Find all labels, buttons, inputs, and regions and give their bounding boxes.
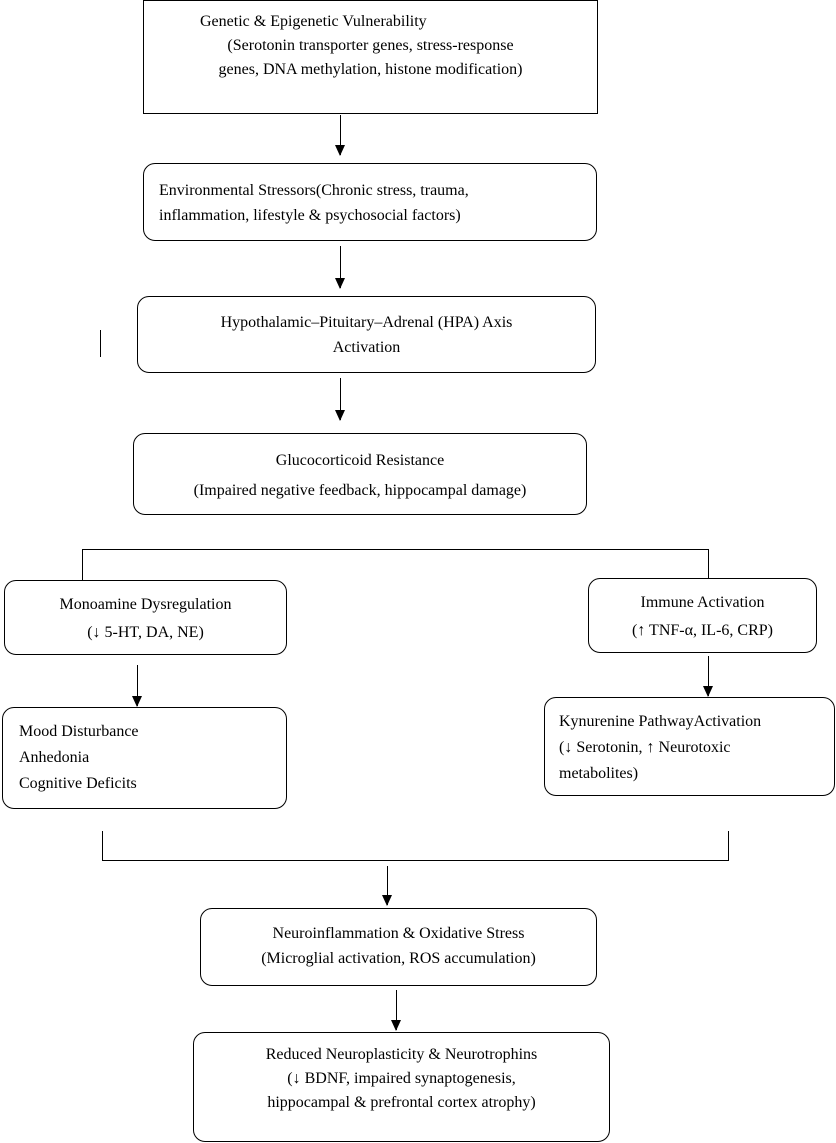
node-reduced-neuroplasticity: Reduced Neuroplasticity & Neurotrophins …	[193, 1032, 610, 1142]
stray-line	[100, 330, 101, 357]
arrow	[335, 115, 345, 156]
node-mood-disturbance: Mood Disturbance Anhedonia Cognitive Def…	[2, 707, 287, 809]
node-title: Genetic & Epigenetic Vulnerability	[200, 13, 427, 30]
arrow	[335, 246, 345, 289]
merge-connector-left	[102, 831, 103, 861]
arrow	[132, 665, 142, 707]
node-environmental-stressors: Environmental Stressors(Chronic stress, …	[143, 163, 597, 241]
node-glucocorticoid-resistance: Glucocorticoid Resistance (Impaired nega…	[133, 433, 587, 515]
node-text: Environmental Stressors(Chronic stress, …	[159, 182, 469, 199]
node-text: metabolites)	[559, 765, 639, 782]
node-text: Kynurenine PathwayActivation	[559, 713, 762, 730]
node-neuroinflammation: Neuroinflammation & Oxidative Stress (Mi…	[200, 908, 597, 986]
node-text: Activation	[332, 339, 401, 356]
node-immune-activation: Immune Activation (↑ TNF-α, IL-6, CRP)	[588, 578, 817, 653]
merge-connector-right	[728, 831, 729, 861]
node-monoamine-dysregulation: Monoamine Dysregulation (↓ 5-HT, DA, NE)	[4, 580, 287, 655]
node-kynurenine-pathway: Kynurenine PathwayActivation (↓ Serotoni…	[544, 697, 835, 796]
node-genetic-vulnerability: Genetic & Epigenetic Vulnerability (Sero…	[143, 0, 598, 114]
node-title: Monoamine Dysregulation	[59, 596, 232, 613]
node-detail: (Impaired negative feedback, hippocampal…	[193, 482, 527, 499]
node-detail: (↓ 5-HT, DA, NE)	[87, 624, 204, 641]
node-text: Anhedonia	[19, 749, 90, 766]
node-detail: (↓ BDNF, impaired synaptogenesis,	[287, 1070, 516, 1087]
node-title: Glucocorticoid Resistance	[275, 452, 445, 469]
node-text: Hypothalamic–Pituitary–Adrenal (HPA) Axi…	[220, 314, 513, 331]
arrow	[703, 656, 713, 697]
merge-connector	[102, 860, 729, 861]
node-title: Immune Activation	[640, 594, 765, 611]
node-text: (↓ Serotonin, ↑ Neurotoxic	[559, 739, 731, 756]
node-text: inflammation, lifestyle & psychosocial f…	[159, 207, 461, 224]
node-text: Cognitive Deficits	[19, 775, 137, 792]
node-title: Reduced Neuroplasticity & Neurotrophins	[265, 1046, 538, 1063]
branch-connector	[82, 549, 709, 550]
node-detail: (Serotonin transporter genes, stress-res…	[227, 37, 514, 54]
node-text: Mood Disturbance	[19, 723, 139, 740]
node-detail: (Microglial activation, ROS accumulation…	[261, 950, 536, 967]
node-detail: hippocampal & prefrontal cortex atrophy)	[267, 1094, 536, 1111]
node-detail: (↑ TNF-α, IL-6, CRP)	[632, 622, 773, 639]
arrow	[391, 990, 401, 1031]
arrow	[335, 378, 345, 421]
node-detail: genes, DNA methylation, histone modifica…	[218, 61, 523, 78]
node-title: Neuroinflammation & Oxidative Stress	[272, 925, 525, 942]
arrow	[382, 866, 392, 906]
branch-connector-right	[708, 549, 709, 578]
branch-connector-left	[82, 549, 83, 580]
node-hpa-axis: Hypothalamic–Pituitary–Adrenal (HPA) Axi…	[137, 296, 596, 373]
